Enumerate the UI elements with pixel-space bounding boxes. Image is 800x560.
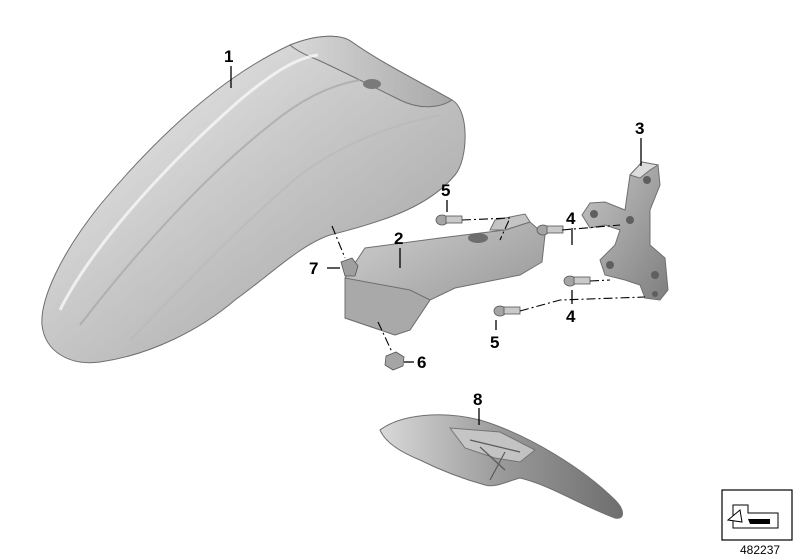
screw-5-lower (493, 305, 521, 317)
callout-1: 1 (224, 47, 233, 66)
callout-7: 7 (309, 259, 318, 278)
callout-3: 3 (635, 119, 644, 138)
front-mudguard (41, 35, 466, 364)
screw-5-upper (435, 214, 463, 226)
mudguard-mount-hole (363, 79, 381, 89)
holder-bracket (581, 161, 669, 301)
callout-labels: 1 2 3 4 4 5 5 6 7 8 (224, 47, 644, 409)
assembly-lines (331, 217, 646, 353)
diagram-number: 482237 (740, 543, 780, 557)
callout-5-upper: 5 (441, 181, 450, 200)
screw-4-lower (563, 275, 591, 287)
callout-4-upper: 4 (566, 209, 576, 228)
clip-7 (340, 257, 359, 277)
leader-lines (230, 66, 642, 425)
screw-4-upper (536, 224, 564, 236)
diagram-nav-badge[interactable]: 482237 (721, 489, 793, 557)
callout-4-lower: 4 (566, 307, 576, 326)
callout-8: 8 (473, 390, 482, 409)
cover-center-hole (468, 233, 488, 243)
nut-6 (384, 351, 405, 371)
callout-2: 2 (394, 229, 403, 248)
arrow-icon (726, 504, 779, 529)
callout-5-lower: 5 (490, 333, 499, 352)
inner-mudguard (379, 414, 623, 519)
cover-part (344, 213, 546, 336)
callout-6: 6 (417, 353, 426, 372)
